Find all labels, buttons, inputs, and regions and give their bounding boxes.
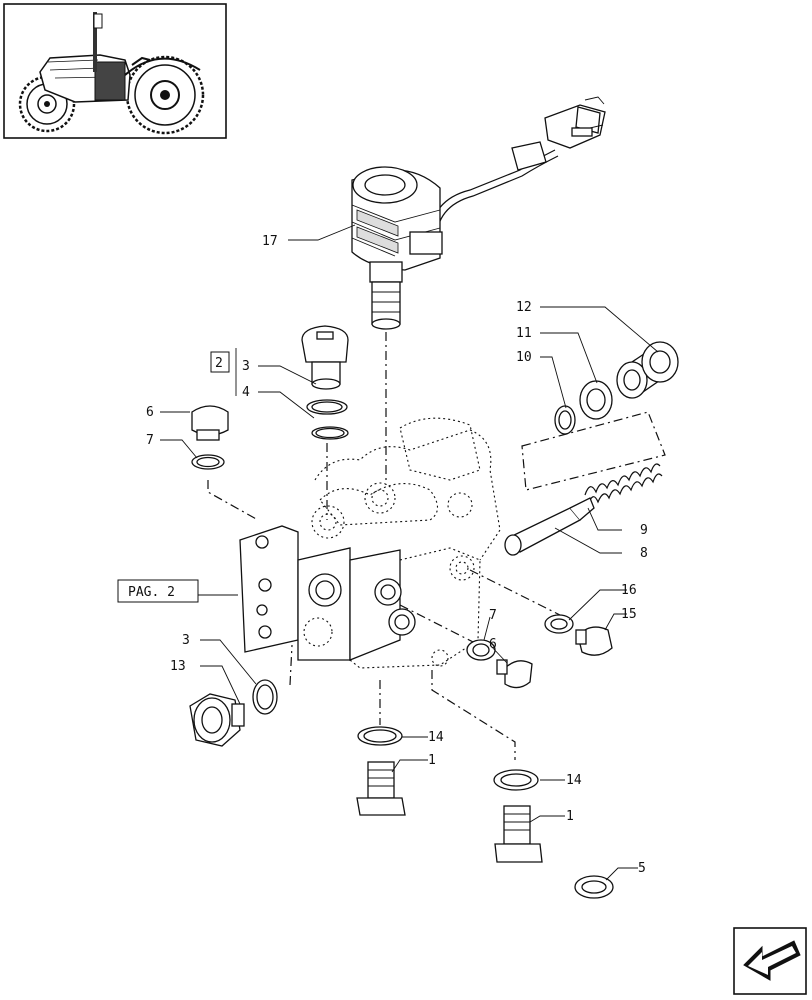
- callout-6a: 6: [146, 405, 154, 420]
- callout-14b: 14: [566, 773, 582, 788]
- callout-1a: 1: [428, 753, 436, 768]
- plug-right: [544, 614, 613, 656]
- callout-9: 9: [640, 523, 648, 538]
- callout-5: 5: [638, 861, 646, 876]
- callout-13: 13: [170, 659, 186, 674]
- callout-16: 16: [621, 583, 637, 598]
- callout-12: 12: [516, 300, 532, 315]
- fitting-left: [189, 679, 278, 747]
- callout-8: 8: [640, 546, 648, 561]
- callout-6b: 6: [489, 637, 497, 652]
- callout-17: 17: [262, 234, 278, 249]
- group-reference[interactable]: 2: [210, 348, 237, 396]
- right-parts: [504, 341, 679, 556]
- callout-14a: 14: [428, 730, 444, 745]
- callout-7b: 7: [489, 608, 497, 623]
- plug-left-upper: [191, 405, 259, 521]
- washer-bottom: [574, 875, 614, 899]
- callout-10: 10: [516, 350, 532, 365]
- next-page-arrow-icon[interactable]: [733, 927, 807, 995]
- plug-with-seals: [301, 325, 349, 520]
- callout-labels: 17 12 11 10 3 4 6 7 9 8 16 15 7 6 3 13 1…: [146, 234, 648, 876]
- page-reference[interactable]: PAG. 2: [117, 579, 238, 603]
- callout-3a: 3: [242, 359, 250, 374]
- spring: [584, 463, 663, 506]
- leader-lines: [160, 224, 659, 881]
- plug-middle-right: [466, 639, 533, 689]
- group-reference-label: 2: [215, 356, 223, 371]
- callout-7a: 7: [146, 433, 154, 448]
- fitting-lower-left: [356, 726, 406, 816]
- tractor-thumbnail-icon: [3, 3, 227, 139]
- fitting-lower-right: [493, 769, 543, 863]
- callout-15: 15: [621, 607, 637, 622]
- solenoid-coil: [351, 96, 606, 330]
- valve-body: [239, 417, 501, 669]
- callout-1b: 1: [566, 809, 574, 824]
- page-reference-label: PAG. 2: [128, 585, 175, 600]
- callout-3b: 3: [182, 633, 190, 648]
- callout-11: 11: [516, 326, 532, 341]
- callout-4: 4: [242, 385, 250, 400]
